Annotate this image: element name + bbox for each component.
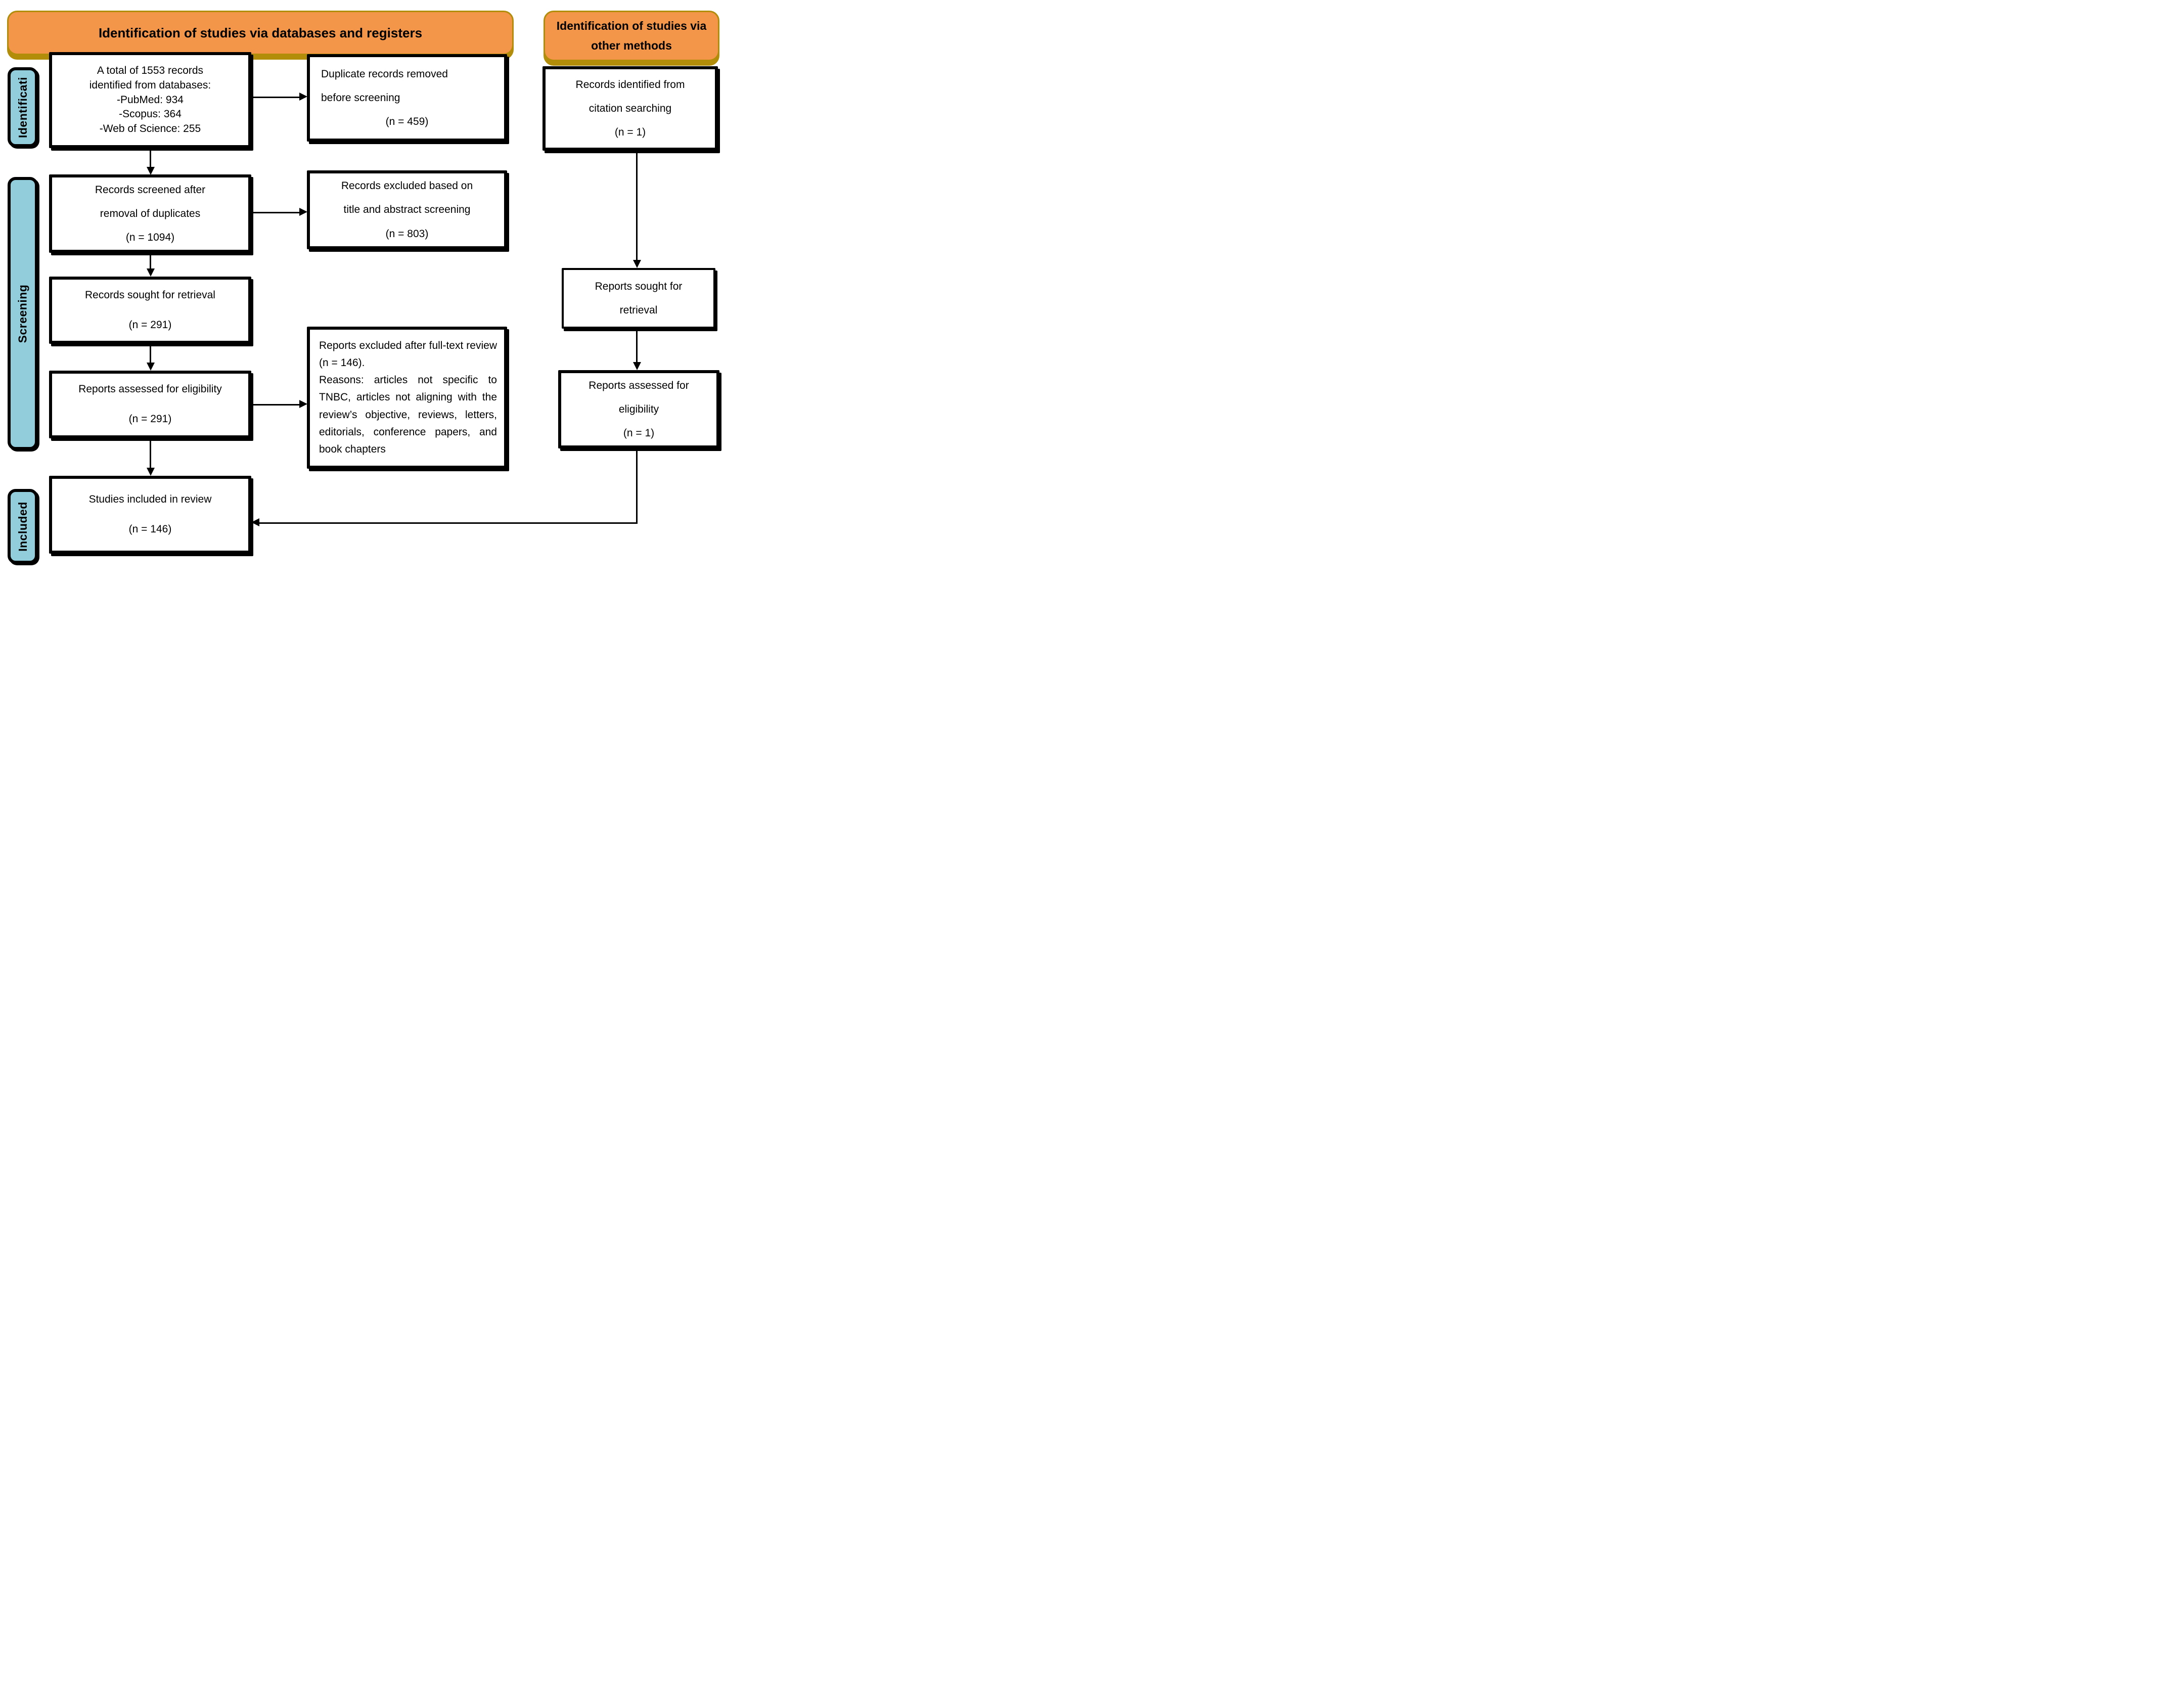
box-records-screened-text: Records screened after removal of duplic… <box>95 184 206 244</box>
box-records-sought: Records sought for retrieval (n = 291) <box>49 277 251 344</box>
box-records-identified-text: A total of 1553 records identified from … <box>89 64 211 135</box>
connector-line <box>636 151 638 260</box>
stage-label-identification-text: Identificati <box>16 76 29 138</box>
header-other-methods-label: Identification of studies via other meth… <box>556 19 707 52</box>
box-records-excluded-text: Records excluded based on title and abst… <box>341 180 473 240</box>
box-reports-assessed: Reports assessed for eligibility (n = 29… <box>49 371 251 438</box>
box-reports-excluded-reasons: Reports excluded after full-text review … <box>307 327 507 469</box>
arrow-right-icon <box>299 208 307 216</box>
box-reports-excluded-line: Reports excluded after full-text review … <box>319 340 497 369</box>
arrow-down-icon <box>147 468 155 476</box>
connector-line <box>150 148 151 168</box>
box-records-identified: A total of 1553 records identified from … <box>49 52 251 148</box>
box-reports-excluded-reasons-text: Reasons: articles not specific to TNBC, … <box>319 374 497 455</box>
box-citation-reports-sought-text: Reports sought for retrieval <box>595 280 683 316</box>
box-records-excluded: Records excluded based on title and abst… <box>307 170 507 249</box>
box-records-screened: Records screened after removal of duplic… <box>49 174 251 253</box>
prisma-flow-diagram: Identification of studies via databases … <box>0 0 724 569</box>
arrow-down-icon <box>633 260 641 268</box>
box-studies-included-text: Studies included in review (n = 146) <box>88 493 212 535</box>
arrow-left-icon <box>251 518 259 526</box>
stage-label-screening-text: Screening <box>16 284 29 343</box>
header-databases-registers: Identification of studies via databases … <box>7 11 514 55</box>
box-citation-reports-sought: Reports sought for retrieval <box>562 268 715 329</box>
box-reports-assessed-text: Reports assessed for eligibility (n = 29… <box>78 383 222 425</box>
box-citation-records: Records identified from citation searchi… <box>542 66 718 151</box>
stage-label-included-text: Included <box>16 501 29 552</box>
connector-line <box>636 448 638 524</box>
arrow-down-icon <box>633 362 641 370</box>
connector-line <box>251 97 300 98</box>
connector-line <box>259 522 638 524</box>
header-other-methods: Identification of studies via other meth… <box>544 11 719 61</box>
connector-line <box>150 253 151 269</box>
arrow-down-icon <box>147 363 155 371</box>
arrow-right-icon <box>299 400 307 408</box>
connector-line <box>150 438 151 468</box>
box-duplicates-removed: Duplicate records removed before screeni… <box>307 54 507 142</box>
box-duplicates-removed-text: Duplicate records removed before screeni… <box>321 68 448 104</box>
arrow-right-icon <box>299 93 307 101</box>
connector-line <box>636 329 638 363</box>
connector-line <box>150 344 151 363</box>
stage-label-identification: Identificati <box>8 67 38 147</box>
box-records-sought-text: Records sought for retrieval (n = 291) <box>85 289 215 331</box>
stage-label-screening: Screening <box>8 177 38 450</box>
arrow-down-icon <box>147 268 155 277</box>
arrow-down-icon <box>147 167 155 175</box>
box-citation-reports-assessed: Reports assessed for eligibility (n = 1) <box>558 370 719 448</box>
box-citation-records-text: Records identified from citation searchi… <box>575 78 685 139</box>
header-databases-label: Identification of studies via databases … <box>98 25 423 40</box>
box-duplicates-removed-count: (n = 459) <box>385 116 429 128</box>
box-citation-reports-assessed-text: Reports assessed for eligibility (n = 1) <box>589 379 689 439</box>
connector-line <box>251 404 300 406</box>
box-studies-included: Studies included in review (n = 146) <box>49 476 251 554</box>
stage-label-included: Included <box>8 489 38 564</box>
connector-line <box>251 212 300 213</box>
